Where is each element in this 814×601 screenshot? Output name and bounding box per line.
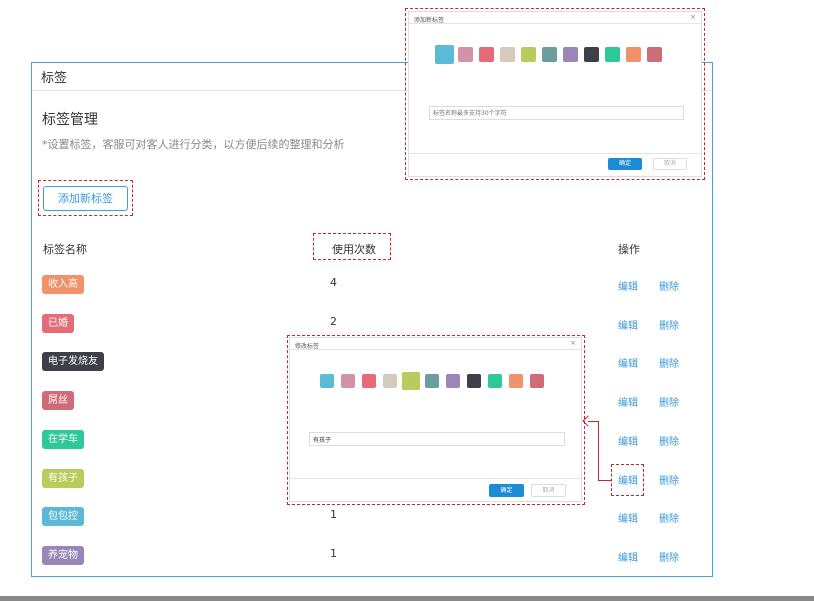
edit-link[interactable]: 编辑	[618, 398, 638, 410]
edit-link[interactable]: 编辑	[618, 514, 638, 526]
tag-name-input[interactable]	[309, 432, 565, 446]
tag-chip: 在学车	[42, 429, 84, 449]
arrow-connector	[598, 480, 611, 481]
arrow-connector	[598, 421, 599, 480]
tag-chip: 电子发烧友	[42, 352, 104, 372]
edit-link[interactable]: 编辑	[618, 436, 638, 448]
close-icon[interactable]: ×	[570, 339, 576, 347]
bottom-scroll-bar	[0, 596, 814, 601]
color-swatch[interactable]	[425, 374, 439, 388]
table-row: 电子发烧友 编辑 删除	[32, 349, 712, 373]
edit-link[interactable]: 编辑	[618, 359, 638, 371]
add-dialog-highlight	[405, 8, 705, 180]
color-swatch[interactable]	[488, 374, 502, 388]
confirm-button[interactable]: 确定	[489, 484, 524, 497]
color-swatch[interactable]	[530, 374, 544, 388]
tag-chip: 已婚	[42, 313, 74, 333]
color-swatch[interactable]	[647, 47, 662, 62]
delete-link[interactable]: 删除	[659, 475, 679, 487]
usage-count: 1	[330, 508, 337, 522]
count-header-highlight	[313, 233, 391, 260]
dialog-title: 添加新标签	[414, 17, 445, 24]
close-icon[interactable]: ×	[690, 13, 696, 21]
column-header-name: 标签名称	[43, 243, 87, 256]
arrow-connector	[588, 421, 599, 422]
color-swatch[interactable]	[542, 47, 557, 62]
table-row: 有孩子 编辑 删除	[32, 466, 712, 490]
column-header-count: 使用次数	[332, 243, 376, 256]
color-swatch[interactable]	[479, 47, 494, 62]
table-row: 屌丝 编辑 删除	[32, 388, 712, 412]
usage-count: 2	[330, 314, 337, 328]
tag-chip: 有孩子	[42, 468, 84, 488]
edit-dialog-highlight	[287, 335, 585, 505]
table-row: 在学车 编辑 删除	[32, 427, 712, 451]
color-swatch[interactable]	[467, 374, 481, 388]
cancel-button[interactable]: 取消	[653, 158, 687, 170]
table-row: 已婚 2 编辑 删除	[32, 311, 712, 335]
color-swatch[interactable]	[509, 374, 523, 388]
color-swatch[interactable]	[563, 47, 578, 62]
dialog-footer-divider	[290, 478, 581, 479]
panel-title: 标签	[41, 71, 68, 86]
color-swatch[interactable]	[500, 47, 515, 62]
table-row: 包包控 1 编辑 删除	[32, 504, 712, 528]
table-row: 收入高 4 编辑 删除	[32, 272, 712, 296]
delete-link[interactable]: 删除	[659, 320, 679, 332]
delete-link[interactable]: 删除	[659, 359, 679, 371]
color-swatch[interactable]	[383, 374, 397, 388]
dialog-divider	[409, 23, 701, 24]
edit-link-highlight	[611, 464, 644, 496]
confirm-button[interactable]: 确定	[608, 158, 642, 170]
edit-link[interactable]: 编辑	[618, 552, 638, 564]
add-button-highlight	[38, 180, 133, 216]
cancel-button[interactable]: 取消	[531, 484, 566, 497]
dialog-title: 修改标签	[295, 343, 320, 350]
color-swatch[interactable]	[446, 374, 460, 388]
dialog-footer-divider	[409, 153, 701, 154]
color-swatch[interactable]	[521, 47, 536, 62]
column-header-ops: 操作	[618, 243, 640, 256]
tag-chip: 包包控	[42, 507, 84, 527]
edit-link[interactable]: 编辑	[618, 475, 638, 487]
dialog-divider	[290, 349, 581, 350]
section-title: 标签管理	[42, 112, 98, 128]
color-swatch[interactable]	[435, 45, 454, 64]
panel-divider	[32, 90, 712, 91]
table-row: 养宠物 1 编辑 删除	[32, 543, 712, 567]
edit-link[interactable]: 编辑	[618, 282, 638, 293]
color-swatch[interactable]	[584, 47, 599, 62]
add-tag-dialog: 添加新标签 × 确定 取消	[408, 11, 702, 177]
delete-link[interactable]: 删除	[659, 398, 679, 410]
color-swatch[interactable]	[605, 47, 620, 62]
delete-link[interactable]: 删除	[659, 552, 679, 564]
usage-count: 1	[330, 546, 337, 560]
section-description: *设置标签，客服可对客人进行分类，以方便后续的整理和分析	[42, 138, 345, 151]
color-swatch[interactable]	[320, 374, 334, 388]
color-swatch[interactable]	[402, 372, 420, 390]
add-tag-button[interactable]: 添加新标签	[43, 186, 128, 211]
usage-count: 4	[330, 276, 337, 289]
delete-link[interactable]: 删除	[659, 436, 679, 448]
color-swatch[interactable]	[362, 374, 376, 388]
color-swatch[interactable]	[341, 374, 355, 388]
edit-link[interactable]: 编辑	[618, 320, 638, 332]
color-swatch[interactable]	[626, 47, 641, 62]
tag-name-input[interactable]	[429, 106, 684, 120]
tag-chip: 收入高	[42, 275, 84, 294]
tag-chip: 养宠物	[42, 545, 84, 565]
color-swatch[interactable]	[458, 47, 473, 62]
tag-chip: 屌丝	[42, 391, 74, 411]
edit-tag-dialog: 修改标签 × 确定 取消	[289, 337, 582, 502]
delete-link[interactable]: 删除	[659, 282, 679, 293]
delete-link[interactable]: 删除	[659, 514, 679, 526]
